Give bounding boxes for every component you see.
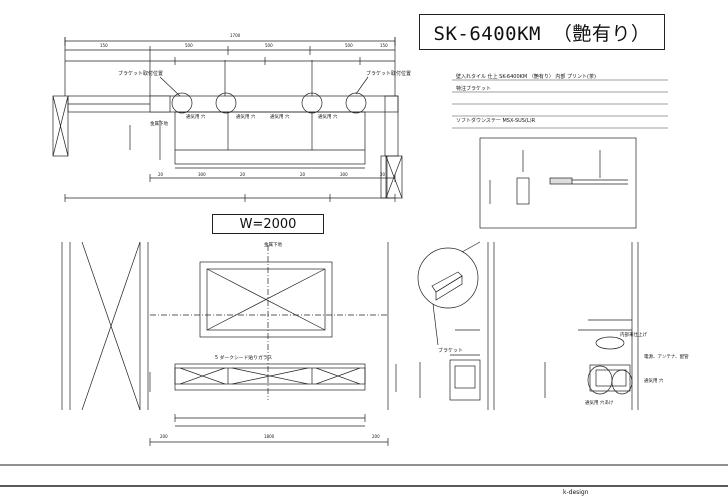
bottom-dim-3: 20 (240, 172, 246, 177)
front-elevation (61, 241, 397, 446)
note-power-antenna: 電源、アンテナ、配管 (644, 353, 689, 360)
right-section (544, 242, 639, 410)
elev-dim-center: 1800 (264, 434, 275, 439)
vent-hole-4: 通気用 穴 (318, 113, 338, 120)
spec-row-bracket: 特注ブラケット (456, 85, 491, 92)
bottom-dim-2: 300 (198, 172, 206, 177)
bracket-position-right: ブラケット取付位置 (366, 70, 411, 77)
elevation-top-note: 金属下地 (264, 241, 282, 248)
bracket-detail (417, 241, 495, 410)
bottom-dim-1: 20 (158, 172, 164, 177)
dim-seg-4: 500 (345, 43, 353, 48)
wall-base-note: 金属下地 (150, 120, 168, 127)
note-vent-hole: 通気用 穴 (644, 377, 664, 384)
drawing-title: SK-6400KM （艶有り） (433, 22, 651, 45)
drawing-title-box: SK-6400KM （艶有り） (419, 14, 665, 50)
note-vent-drill: 通気用 穴あけ (585, 399, 614, 406)
overall-dimension: 1700 (230, 33, 241, 38)
spec-table (452, 79, 668, 129)
glass-note: 5 ダークシード貼りガラス (215, 354, 272, 361)
bracket-label: ブラケット (438, 347, 463, 354)
dim-seg-1: 150 (100, 43, 108, 48)
bracket-position-left: ブラケット取付位置 (118, 70, 163, 77)
footer-brand: k-design (563, 489, 589, 496)
plan-view (52, 37, 403, 202)
dim-seg-2: 500 (185, 43, 193, 48)
vent-hole-3: 通気用 穴 (270, 113, 290, 120)
spec-row-finish: 壁入れタイル 仕上 SK-6400KM （艶有り） 内部 プリント(茶) (456, 73, 596, 80)
bottom-dim-6: 20 (380, 172, 386, 177)
note-interior-finish: 内部来仕上げ (620, 331, 647, 338)
elev-dim-right: 200 (372, 434, 380, 439)
bottom-dim-4: 20 (300, 172, 306, 177)
section-detail (479, 137, 637, 229)
vent-hole-1: 通気用 穴 (186, 113, 206, 120)
elev-dim-left: 200 (160, 434, 168, 439)
dim-seg-5: 150 (380, 43, 388, 48)
width-label-box: W=2000 (212, 214, 324, 234)
width-label: W=2000 (239, 216, 297, 232)
dim-seg-3: 500 (265, 43, 273, 48)
vent-hole-2: 通気用 穴 (236, 113, 256, 120)
spec-row-stay: ソフトダウンステー MSX-SUS(L)R (456, 117, 536, 124)
bottom-dim-5: 300 (340, 172, 348, 177)
